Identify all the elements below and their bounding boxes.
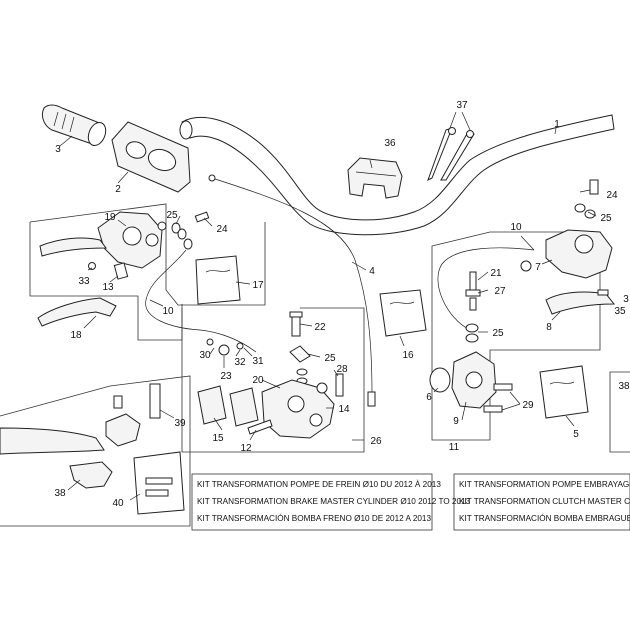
- callout-8: 8: [546, 322, 552, 333]
- caliper-box: [181, 307, 365, 453]
- cable-ties: [427, 127, 475, 182]
- callout-14: 14: [338, 404, 350, 415]
- brake-hose-left: [145, 249, 257, 353]
- callout-6: 6: [426, 392, 432, 403]
- clutch-kit-line-fr: KIT TRANSFORMATION POMPE EMBRAYAGE Ø9 DU: [459, 480, 630, 489]
- callout-38-left: 38: [54, 488, 66, 499]
- callout-25-left: 25: [166, 210, 178, 221]
- cable-end: [208, 174, 216, 182]
- callout-16: 16: [402, 350, 414, 361]
- clutch-kit-box: [453, 473, 630, 531]
- handlebar: [181, 114, 615, 236]
- callout-17: 17: [252, 280, 264, 291]
- callout-10-right: 10: [510, 222, 522, 233]
- handlebar-end-left: [179, 120, 193, 140]
- callout-10-left: 10: [162, 306, 174, 317]
- clutch-kit-line-es: KIT TRANSFORMACIÓN BOMBA EMBRAGUE DE Ø9 …: [459, 513, 630, 523]
- lower-left-kit-box: [0, 375, 191, 527]
- clutch-hose: [437, 247, 535, 331]
- callout-3: 3: [55, 144, 61, 155]
- callout-4: 4: [369, 266, 375, 277]
- grip: [41, 104, 107, 147]
- callout-31: 31: [252, 356, 264, 367]
- callout-35: 35: [614, 306, 626, 317]
- handlebar-pad: [347, 157, 403, 199]
- callout-23: 23: [220, 371, 232, 382]
- clutch-slave-cylinder: [429, 351, 513, 413]
- throttle-cable: [211, 177, 373, 397]
- callout-3-right: 3: [623, 294, 629, 305]
- throttle-housing: [111, 121, 191, 193]
- parts-bag-5: [539, 365, 589, 419]
- callout-24-left: 24: [216, 224, 228, 235]
- clutch-lever: [545, 291, 616, 315]
- brake-kit-box: [191, 473, 433, 531]
- small-screw: [88, 262, 96, 270]
- brake-master-cylinder: [97, 211, 167, 269]
- callout-13: 13: [102, 282, 114, 293]
- callout-12: 12: [240, 443, 252, 454]
- callout-22: 22: [314, 322, 326, 333]
- callout-20: 20: [252, 375, 264, 386]
- brake-lever: [39, 237, 107, 257]
- callout-7: 7: [535, 262, 541, 273]
- callout-33: 33: [78, 276, 90, 287]
- callout-15: 15: [212, 433, 224, 444]
- callout-32: 32: [234, 357, 246, 368]
- callout-25-right: 25: [492, 328, 504, 339]
- callout-29: 29: [522, 400, 534, 411]
- brake-kit-line-es: KIT TRANSFORMACIÓN BOMBA FRENO Ø10 DE 20…: [197, 513, 431, 523]
- left-assembly-box: [29, 203, 266, 306]
- callout-11: 11: [449, 442, 460, 453]
- lower-left-kit-parts: [0, 383, 185, 515]
- clutch-bolts: [465, 179, 609, 343]
- callout-9: 9: [453, 416, 459, 427]
- brake-kit-line-fr: KIT TRANSFORMATION POMPE DE FREIN Ø10 DU…: [197, 479, 441, 489]
- callout-1: 1: [554, 119, 560, 130]
- callout-2: 2: [115, 184, 121, 195]
- callout-38-right: 38: [618, 381, 630, 392]
- callout-24-right: 24: [606, 190, 618, 201]
- banjo-washers-left: [171, 211, 210, 250]
- callout-30: 30: [199, 350, 211, 361]
- caliper-kit-parts: [197, 311, 344, 439]
- callout-40: 40: [112, 498, 124, 509]
- parts-bag-17: [195, 255, 241, 305]
- callout-36: 36: [384, 138, 396, 149]
- callout-25-right-top: 25: [600, 213, 612, 224]
- clutch-master-cylinder: [520, 229, 613, 279]
- spare-brake-lever: [37, 297, 117, 327]
- callout-25-caliper: 25: [324, 353, 336, 364]
- callout-27: 27: [494, 286, 506, 297]
- parts-bag-16: [379, 289, 427, 337]
- cable-adjuster: [367, 391, 376, 407]
- right-kit-box: [609, 371, 630, 453]
- callout-19: 19: [104, 212, 116, 223]
- reservoir-screw: [113, 262, 129, 280]
- callout-labels: 1 2 3 4 5 6 7 8 9 10 10 11 12 13 14 15 1…: [54, 100, 630, 509]
- brake-kit-line-en: KIT TRANSFORMATION BRAKE MASTER CYLINDER…: [197, 497, 471, 506]
- callout-37: 37: [456, 100, 468, 111]
- callout-26: 26: [370, 436, 382, 447]
- callout-21: 21: [490, 268, 502, 279]
- leader-lines: [59, 111, 597, 501]
- clutch-assembly-box: [431, 231, 601, 441]
- callout-39: 39: [174, 418, 186, 429]
- callout-5: 5: [573, 429, 579, 440]
- callout-28: 28: [336, 364, 348, 375]
- callout-18: 18: [70, 330, 82, 341]
- clutch-kit-line-en: KIT TRANSFORMATION CLUTCH MASTER CYLINDE…: [459, 497, 630, 506]
